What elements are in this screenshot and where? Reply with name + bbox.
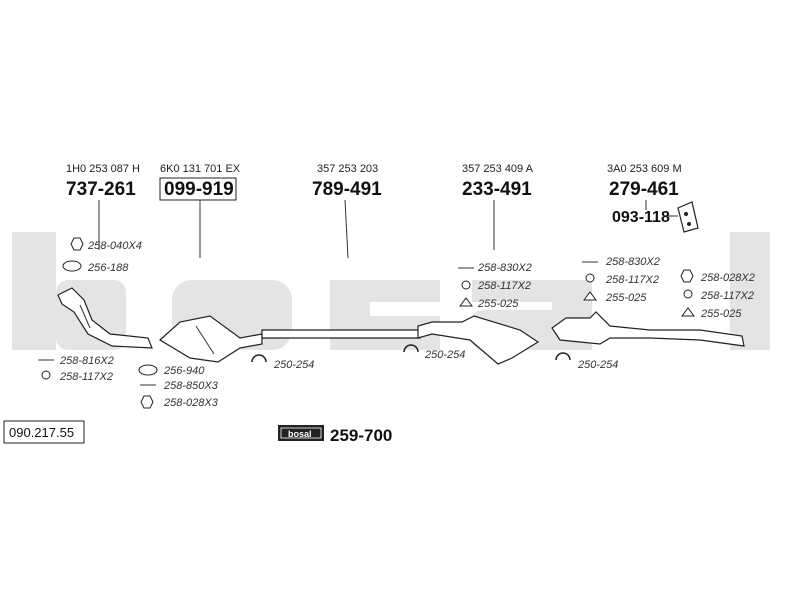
group-5-header: 3A0 253 609 M 279-461: [607, 163, 682, 200]
part-number: 279-461: [609, 179, 679, 200]
accessory-label: 258-040X4: [87, 240, 142, 252]
washer-icon: [41, 370, 51, 380]
rubber-mount-icon: [459, 297, 473, 307]
assembly-kit: bosal 259-700: [278, 425, 392, 445]
accessory-label: 250-254: [273, 359, 314, 371]
washer-icon: [585, 273, 595, 283]
accessory-label: 258-830X2: [605, 256, 660, 268]
group-2-header: 6K0 131 701 EX 099-919: [159, 163, 241, 201]
assembly-part-number: 259-700: [330, 426, 392, 445]
accessory-label: 258-830X2: [477, 262, 532, 274]
rubber-mount-icon: [583, 291, 597, 301]
bracket-part-number: 093-118: [612, 209, 670, 226]
reference-box: 090.217.55: [3, 420, 85, 444]
nut-icon: [680, 269, 694, 283]
flex-section-icon: [79, 304, 91, 329]
accessory-label: 250-254: [577, 359, 618, 371]
bosal-logo-icon: [278, 425, 324, 441]
catalyst-seam-icon: [195, 325, 215, 355]
oem-number: 357 253 409 A: [462, 163, 534, 175]
bracket-hole-icon: [684, 212, 688, 216]
clamp-icon: [403, 344, 419, 353]
bracket-hole-icon: [687, 222, 691, 226]
accessory-label: 255-025: [605, 292, 647, 304]
oem-number: 6K0 131 701 EX: [160, 163, 241, 175]
clamp-icon: [555, 352, 571, 361]
part-number: 789-491: [312, 179, 382, 200]
accessory-label: 255-025: [477, 298, 519, 310]
gasket-icon: [138, 364, 158, 376]
oem-number: 1H0 253 087 H: [66, 163, 140, 175]
group-3-header: 357 253 203 789-491: [312, 163, 382, 200]
accessories: 258-040X4 256-188 258-816X2 258-117X2 25…: [38, 237, 755, 409]
middle-pipe-icon: [261, 329, 421, 339]
accessory-label: 258-816X2: [59, 355, 114, 367]
leader-lines: [98, 199, 678, 259]
nut-icon: [70, 237, 84, 251]
accessory-label: 258-117X2: [477, 280, 531, 292]
accessory-label: 258-028X2: [700, 272, 755, 284]
part-number: 233-491: [462, 179, 532, 200]
nut-icon: [140, 395, 154, 409]
center-muffler-icon: [417, 315, 540, 365]
oem-number: 357 253 203: [317, 163, 378, 175]
part-number: 737-261: [66, 179, 136, 200]
bracket-group: 093-118: [612, 201, 699, 233]
accessory-label: 258-850X3: [163, 380, 219, 392]
accessory-label: 255-025: [700, 308, 742, 320]
group-4-header: 357 253 409 A 233-491: [462, 163, 534, 200]
group-1-header: 1H0 253 087 H 737-261: [66, 163, 140, 200]
accessory-label: 258-117X2: [605, 274, 659, 286]
rubber-mount-icon: [681, 307, 695, 317]
accessory-label: 258-028X3: [163, 397, 219, 409]
accessory-label: 258-117X2: [700, 290, 754, 302]
logo-text: bosal: [288, 429, 312, 439]
highlight-box: [159, 177, 237, 201]
reference-number: 090.217.55: [9, 425, 74, 440]
accessory-label: 250-254: [424, 349, 465, 361]
accessory-label: 256-188: [87, 262, 129, 274]
washer-icon: [683, 289, 693, 299]
accessory-label: 256-940: [163, 365, 205, 377]
rear-muffler-icon: [551, 311, 745, 347]
accessory-label: 258-117X2: [59, 371, 113, 383]
catalytic-converter-icon: [158, 315, 263, 363]
oem-number: 3A0 253 609 M: [607, 163, 682, 175]
exhaust-parts: [57, 287, 745, 365]
clamp-icon: [251, 354, 267, 363]
washer-icon: [461, 280, 471, 290]
gasket-icon: [62, 260, 82, 272]
part-number: 099-919: [164, 179, 234, 200]
bracket-icon: [677, 201, 699, 233]
front-pipe-icon: [57, 287, 153, 349]
